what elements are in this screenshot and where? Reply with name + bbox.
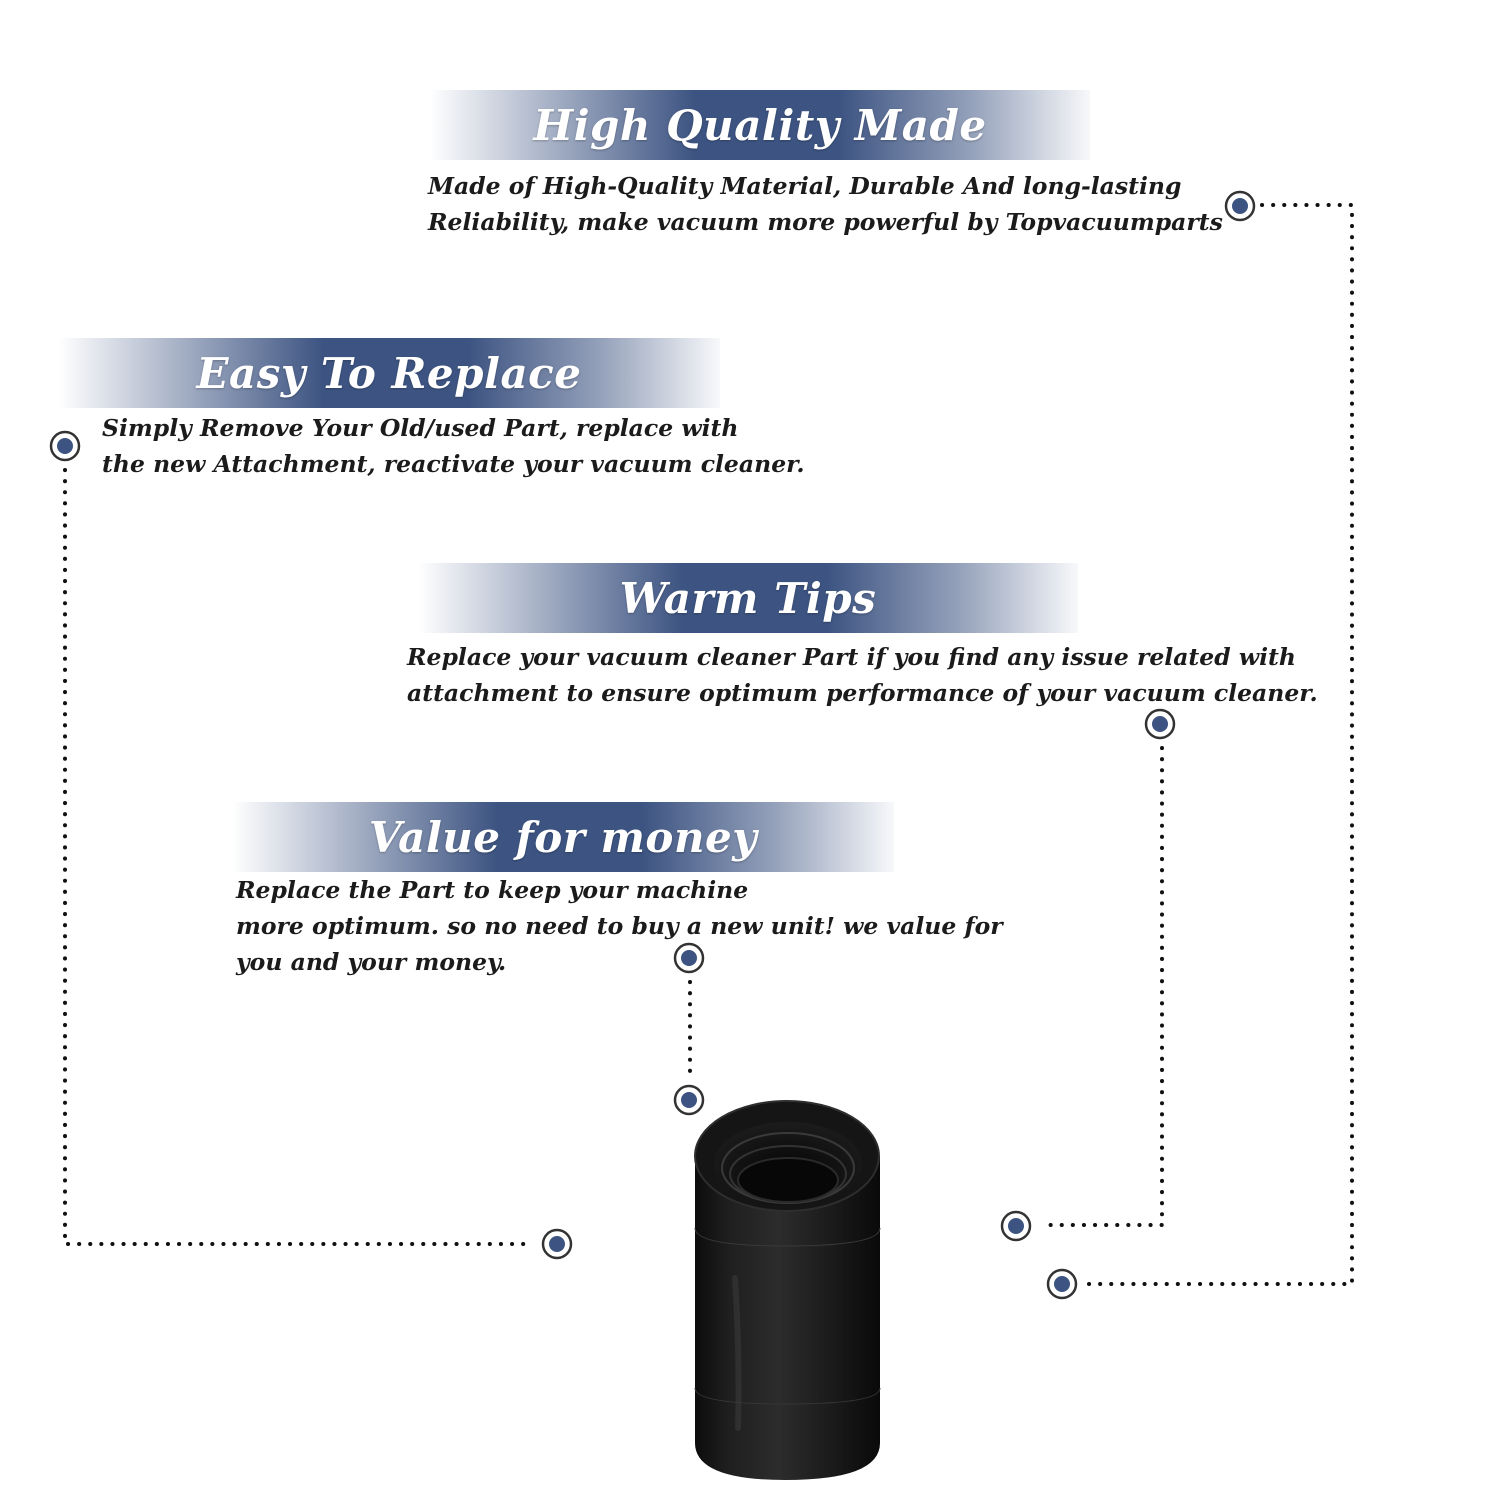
feature-desc-line: attachment to ensure optimum performance… (407, 679, 1318, 707)
feature-title-value: Value for money (368, 812, 758, 862)
target-dot-icon (1000, 1210, 1032, 1242)
connector-line-easy-replace (63, 468, 536, 1246)
feature-title-high-quality: High Quality Made (533, 100, 987, 150)
target-dot-icon (673, 942, 705, 974)
target-dot-icon (1046, 1268, 1078, 1300)
feature-banner-warm-tips: Warm Tips (418, 563, 1078, 633)
feature-desc-line: you and your money. (236, 948, 507, 976)
target-dot-icon (1144, 708, 1176, 740)
feature-desc-line: Replace the Part to keep your machine (236, 876, 749, 904)
feature-desc-line: Replace your vacuum cleaner Part if you … (407, 643, 1296, 671)
feature-desc-line: Reliability, make vacuum more powerful b… (428, 208, 1223, 236)
feature-desc-line: more optimum. so no need to buy a new un… (236, 912, 1003, 940)
feature-desc-line: Made of High-Quality Material, Durable A… (428, 172, 1182, 200)
feature-banner-easy-replace: Easy To Replace (58, 338, 720, 408)
feature-title-easy-replace: Easy To Replace (196, 348, 582, 398)
connector-line-warm-tips (1038, 746, 1164, 1227)
feature-desc-warm-tips: Replace your vacuum cleaner Part if you … (407, 639, 1318, 711)
vacuum-adapter-image (694, 1100, 881, 1480)
target-dot-icon (49, 430, 81, 462)
feature-desc-high-quality: Made of High-Quality Material, Durable A… (428, 168, 1223, 240)
connector-line-high-quality (1084, 203, 1354, 1286)
feature-banner-value: Value for money (232, 802, 894, 872)
target-dot-icon (673, 1084, 705, 1116)
feature-desc-easy-replace: Simply Remove Your Old/used Part, replac… (102, 410, 805, 482)
feature-desc-line: the new Attachment, reactivate your vacu… (102, 450, 805, 478)
target-dot-icon (1224, 190, 1256, 222)
feature-desc-value: Replace the Part to keep your machine mo… (236, 872, 1003, 980)
target-dot-icon (541, 1228, 573, 1260)
feature-banner-high-quality: High Quality Made (430, 90, 1090, 160)
feature-title-warm-tips: Warm Tips (619, 573, 877, 623)
feature-desc-line: Simply Remove Your Old/used Part, replac… (102, 414, 739, 442)
